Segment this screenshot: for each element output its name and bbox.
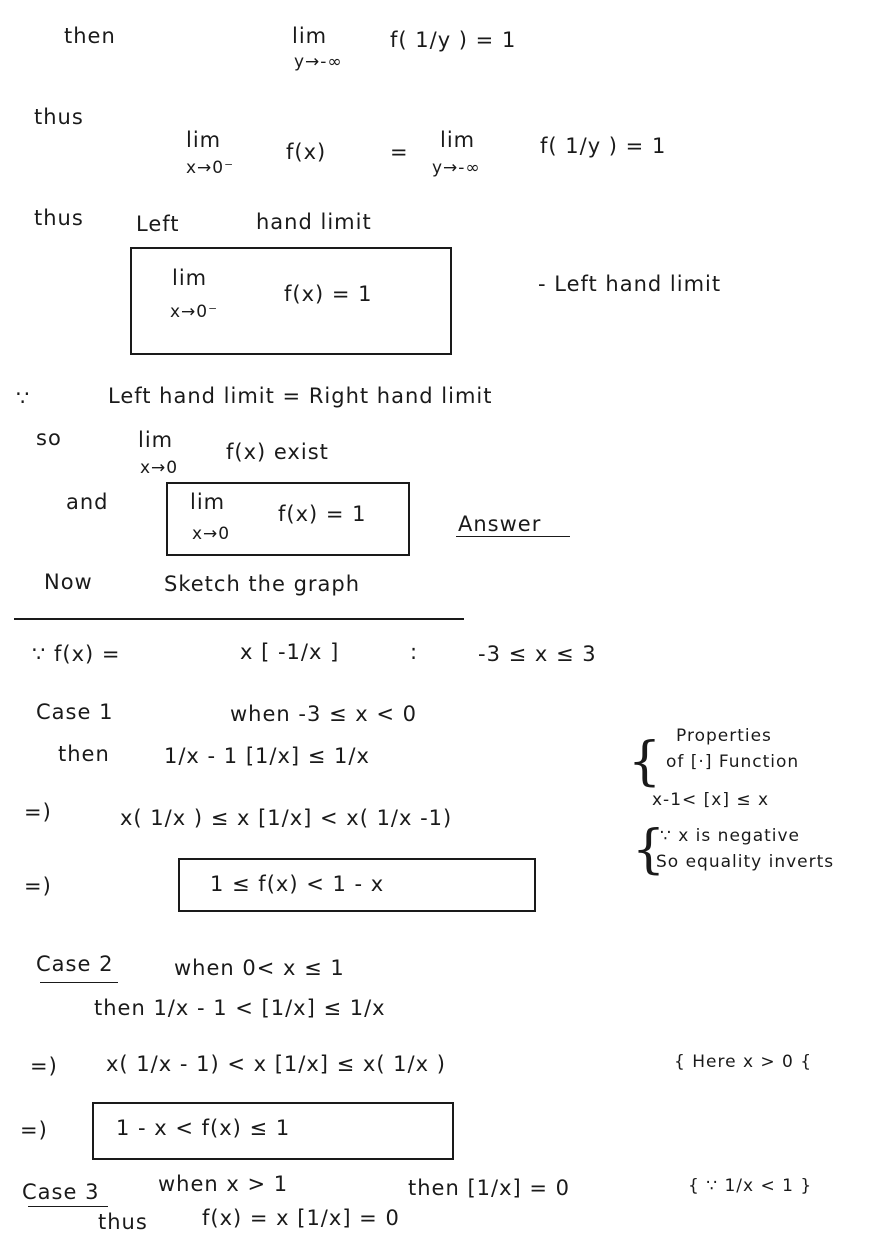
limit-subscript: x→0: [140, 458, 179, 478]
limit-symbol: lim: [138, 428, 174, 452]
boxed-expression: f(x) = 1: [284, 282, 373, 306]
note-heading: Properties: [676, 726, 772, 746]
case-2-underline: [40, 982, 118, 983]
limit-subscript: x→0⁻: [186, 158, 235, 178]
thus-word: thus: [98, 1210, 148, 1234]
boxed-result-left-limit: [130, 247, 452, 355]
case-2-inequality: then 1/x - 1 < [1/x] ≤ 1/x: [94, 996, 386, 1020]
limits-equal-statement: Left hand limit = Right hand limit: [108, 384, 493, 408]
limit-expression: f( 1/y ) = 1: [390, 28, 517, 52]
then-word: then: [58, 742, 110, 766]
left-brace: {: [632, 820, 666, 880]
boxed-expression: 1 ≤ f(x) < 1 - x: [210, 872, 385, 896]
hand-limit-text: hand limit: [256, 210, 372, 234]
function-definition: ∵ f(x) =: [32, 642, 121, 666]
case-2-step: x( 1/x - 1) < x [1/x] ≤ x( 1/x ): [106, 1052, 446, 1076]
limit-subscript: y→-∞: [432, 158, 481, 178]
note-line: { ∵ 1/x < 1 }: [688, 1176, 813, 1196]
limit-symbol: lim: [440, 128, 476, 152]
implies-arrow: =): [24, 874, 52, 898]
so-word: so: [36, 426, 62, 450]
answer-label: Answer: [458, 512, 542, 536]
case-1-inequality: 1/x - 1 [1/x] ≤ 1/x: [164, 744, 370, 768]
answer-underline: [456, 536, 570, 537]
now-word: Now: [44, 570, 93, 594]
case-2-condition: when 0< x ≤ 1: [174, 956, 345, 980]
because-symbol: ∵: [16, 386, 31, 410]
and-word: and: [66, 490, 109, 514]
boxed-expression: f(x) = 1: [278, 502, 367, 526]
implies-arrow: =): [24, 800, 52, 824]
case-3-condition: when x > 1: [158, 1172, 289, 1196]
limit-symbol: lim: [172, 266, 208, 290]
limit-symbol: lim: [190, 490, 226, 514]
thus-word: thus: [34, 105, 84, 129]
then-word: then: [64, 24, 116, 48]
case-3-label: Case 3: [22, 1180, 100, 1204]
left-brace: {: [628, 732, 662, 792]
limit-subscript: y→-∞: [294, 52, 343, 72]
colon: :: [410, 640, 419, 664]
limit-expression: f( 1/y ) = 1: [540, 134, 667, 158]
limit-subscript: x→0⁻: [170, 302, 219, 322]
equals-sign: =: [390, 140, 409, 164]
case-2-label: Case 2: [36, 952, 114, 976]
boxed-answer: [166, 482, 410, 556]
case-3-floor-result: then [1/x] = 0: [408, 1176, 571, 1200]
case-1-step: x( 1/x ) ≤ x [1/x] < x( 1/x -1): [120, 806, 453, 830]
implies-arrow: =): [20, 1118, 48, 1142]
note-line: of [·] Function: [666, 752, 800, 772]
left-word: Left: [136, 212, 180, 236]
boxed-expression: 1 - x < f(x) ≤ 1: [116, 1116, 291, 1140]
limit-symbol: lim: [186, 128, 222, 152]
boxed-case-2-result: [92, 1102, 454, 1160]
note-inequality: x-1< [x] ≤ x: [652, 790, 770, 810]
limit-subscript: x→0: [192, 524, 231, 544]
function-fx: f(x): [286, 140, 327, 164]
case-3-underline: [28, 1206, 108, 1207]
boxed-case-1-result: [178, 858, 536, 912]
note-line: So equality inverts: [656, 852, 835, 872]
domain-range: -3 ≤ x ≤ 3: [478, 642, 597, 666]
thus-word: thus: [34, 206, 84, 230]
case-3-result: f(x) = x [1/x] = 0: [202, 1206, 400, 1230]
limit-symbol: lim: [292, 24, 328, 48]
section-divider: [14, 618, 464, 620]
case-1-condition: when -3 ≤ x < 0: [230, 702, 418, 726]
sketch-instruction: Sketch the graph: [164, 572, 361, 596]
function-expression: x [ -1/x ]: [240, 640, 340, 664]
implies-arrow: =): [30, 1054, 58, 1078]
case-1-label: Case 1: [36, 700, 114, 724]
note-line: { Here x > 0 {: [674, 1052, 813, 1072]
limit-exists-text: f(x) exist: [226, 440, 329, 464]
side-note: - Left hand limit: [538, 272, 722, 296]
note-line: ∵ x is negative: [660, 826, 801, 846]
